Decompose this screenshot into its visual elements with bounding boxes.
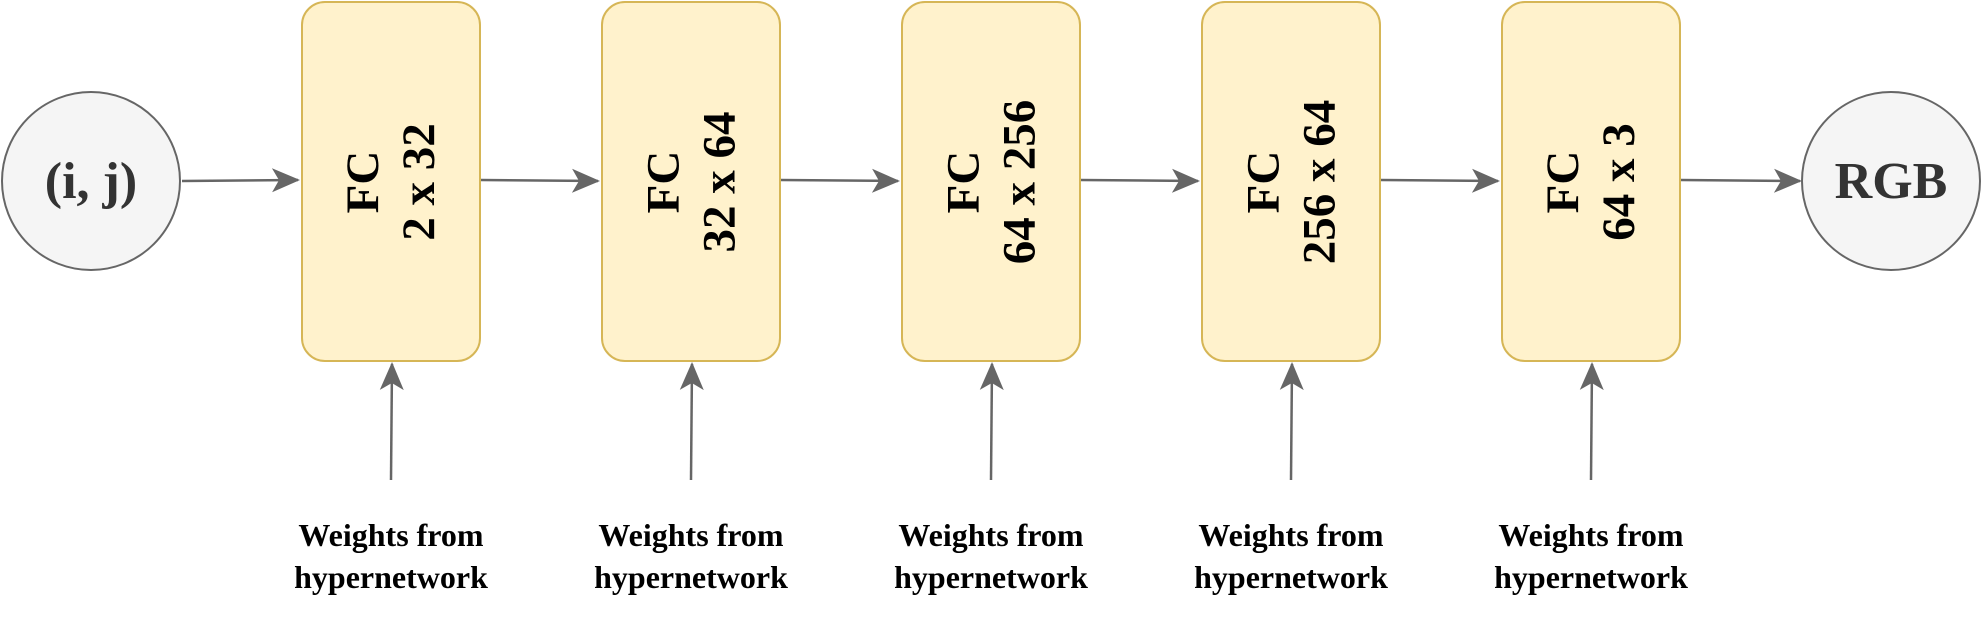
weights-label-3-line2: hypernetwork bbox=[894, 559, 1088, 595]
arrow-weights-to-fc2 bbox=[679, 362, 704, 481]
fc-layer-3-dims: 64 x 256 bbox=[993, 99, 1045, 264]
arrow-fc5-to-output bbox=[1680, 168, 1802, 193]
arrow-weights-to-fc5 bbox=[1579, 362, 1604, 481]
weights-label-4-line1: Weights from bbox=[1198, 517, 1384, 553]
fc-layer-1-dims: 2 x 32 bbox=[393, 122, 445, 241]
input-node-label: (i, j) bbox=[44, 152, 138, 210]
arrow-input-to-fc1 bbox=[181, 168, 300, 193]
arrow-fc4-to-fc5 bbox=[1380, 168, 1500, 193]
weights-label-3-line1: Weights from bbox=[898, 517, 1084, 553]
fc-layer-5-type: FC bbox=[1537, 150, 1589, 213]
weights-label-2-line1: Weights from bbox=[598, 517, 784, 553]
fc-layer-5: FC 64 x 3 bbox=[1501, 1, 1681, 362]
fc-layer-2-type: FC bbox=[637, 150, 689, 213]
arrow-weights-to-fc1 bbox=[379, 362, 404, 481]
weights-label-1: Weights from hypernetwork bbox=[261, 514, 521, 598]
weights-label-5-line1: Weights from bbox=[1498, 517, 1684, 553]
weights-label-2-line2: hypernetwork bbox=[594, 559, 788, 595]
fc-layer-2-dims: 32 x 64 bbox=[693, 111, 745, 252]
fc-layer-1-type: FC bbox=[337, 150, 389, 213]
weights-label-3: Weights from hypernetwork bbox=[861, 514, 1121, 598]
weights-label-5: Weights from hypernetwork bbox=[1461, 514, 1721, 598]
fc-layer-4-type: FC bbox=[1237, 150, 1289, 213]
fc-layer-2: FC 32 x 64 bbox=[601, 1, 781, 362]
fc-layer-1: FC 2 x 32 bbox=[301, 1, 481, 362]
output-node: RGB bbox=[1801, 91, 1981, 271]
input-node: (i, j) bbox=[1, 91, 181, 271]
output-node-label: RGB bbox=[1834, 152, 1948, 210]
arrow-weights-to-fc3 bbox=[979, 362, 1004, 481]
arrow-fc2-to-fc3 bbox=[780, 168, 900, 193]
fc-layer-3-type: FC bbox=[937, 150, 989, 213]
arrow-weights-to-fc4 bbox=[1279, 362, 1304, 481]
weights-label-4-line2: hypernetwork bbox=[1194, 559, 1388, 595]
arrow-fc1-to-fc2 bbox=[480, 168, 600, 193]
weights-label-5-line2: hypernetwork bbox=[1494, 559, 1688, 595]
weights-label-2: Weights from hypernetwork bbox=[561, 514, 821, 598]
fc-layer-4-dims: 256 x 64 bbox=[1293, 99, 1345, 264]
fc-layer-5-dims: 64 x 3 bbox=[1593, 122, 1645, 241]
weights-label-1-line2: hypernetwork bbox=[294, 559, 488, 595]
weights-label-1-line1: Weights from bbox=[298, 517, 484, 553]
weights-label-4: Weights from hypernetwork bbox=[1161, 514, 1421, 598]
arrow-fc3-to-fc4 bbox=[1080, 168, 1200, 193]
fc-layer-4: FC 256 x 64 bbox=[1201, 1, 1381, 362]
fc-layer-3: FC 64 x 256 bbox=[901, 1, 1081, 362]
